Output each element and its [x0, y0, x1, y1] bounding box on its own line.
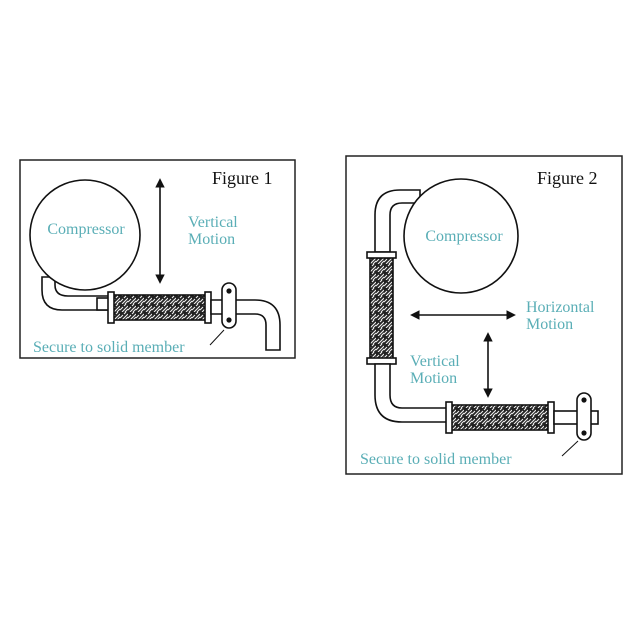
figure-2-secure-label: Secure to solid member: [360, 451, 512, 468]
compressor: [403, 178, 519, 294]
figure-2-title: Figure 2: [537, 168, 598, 188]
figure-2-pipe: [366, 189, 599, 457]
figure-2-horizontal-label-1: Horizontal: [526, 299, 595, 316]
figure-1: Figure 1 Compressor Vertical Motion Secu…: [19, 159, 296, 359]
flexible-hose-horizontal: [449, 404, 551, 431]
figure-2-vertical-label-2: Motion: [410, 370, 457, 387]
figure-1-secure-label: Secure to solid member: [33, 339, 185, 356]
figure-1-compressor-label: Compressor: [47, 221, 125, 238]
figure-1-vertical-label-1: Vertical: [188, 214, 238, 231]
mounting-bracket: [221, 282, 237, 329]
flexible-hose-vertical: [369, 254, 394, 363]
figure-1-pipe: [41, 276, 281, 351]
mounting-bracket: [576, 392, 592, 441]
figure-2-vertical-label-1: Vertical: [410, 353, 460, 370]
figure-1-vertical-label-2: Motion: [188, 231, 235, 248]
flexible-hose: [111, 294, 208, 321]
figure-2-compressor-label: Compressor: [425, 228, 503, 245]
figure-2: Figure 2 Compressor Horizontal Motion Ve…: [345, 155, 623, 475]
figure-2-horizontal-label-2: Motion: [526, 316, 573, 333]
figure-1-title: Figure 1: [212, 168, 273, 188]
compressor: [29, 179, 141, 291]
